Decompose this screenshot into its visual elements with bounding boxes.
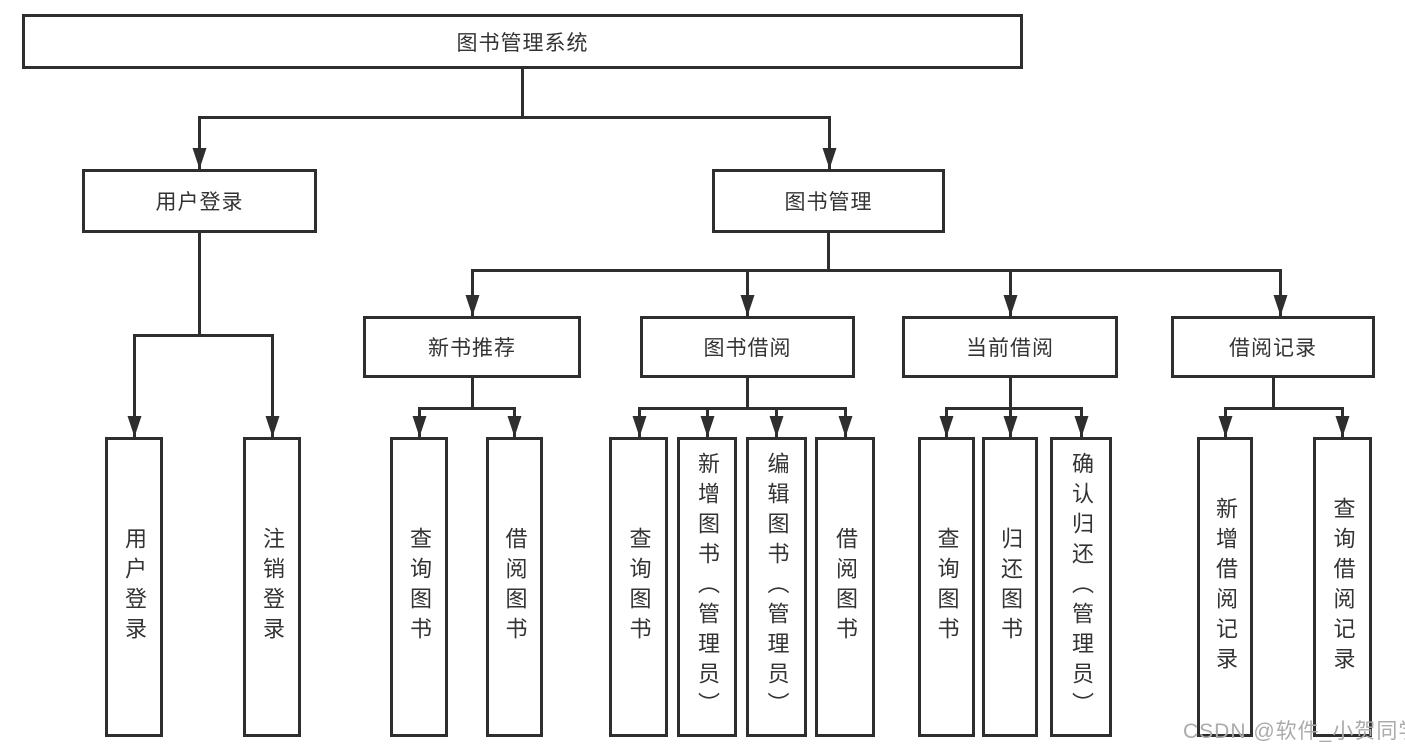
- leaf-borrow-add-books-label: 新增图书（管理员）: [695, 452, 720, 722]
- leaf-records-add-record: 新增借阅记录: [1197, 437, 1253, 737]
- leaf-newbook-borrow-books-label: 借阅图书: [502, 527, 528, 647]
- leaf-borrow-borrow-books-label: 借阅图书: [833, 527, 858, 647]
- leaf-borrow-edit-books: 编辑图书（管理员）: [746, 437, 807, 737]
- csdn-watermark: CSDN @软件_小贺同学: [1183, 720, 1405, 743]
- leaf-borrow-query-books-label: 查询图书: [626, 527, 652, 647]
- node-book-management: 图书管理: [712, 169, 945, 233]
- leaf-records-query-record-label: 查询借阅记录: [1330, 497, 1356, 677]
- leaf-current-confirm-return-label: 确认归还（管理员）: [1069, 452, 1094, 722]
- leaf-user-login: 用户登录: [105, 437, 163, 737]
- leaf-current-confirm-return: 确认归还（管理员）: [1050, 437, 1112, 737]
- node-root-label: 图书管理系统: [456, 31, 589, 55]
- leaf-current-query-books-label: 查询图书: [934, 527, 960, 647]
- leaf-user-login-label: 用户登录: [122, 527, 147, 647]
- node-new-book-recommend-label: 新书推荐: [428, 337, 516, 360]
- node-current-borrow: 当前借阅: [902, 316, 1118, 378]
- node-user-login-label: 用户登录: [155, 191, 244, 214]
- node-borrow-records: 借阅记录: [1171, 316, 1375, 378]
- node-new-book-recommend: 新书推荐: [363, 316, 581, 378]
- leaf-borrow-add-books: 新增图书（管理员）: [677, 437, 737, 737]
- node-current-borrow-label: 当前借阅: [966, 337, 1054, 360]
- leaf-records-add-record-label: 新增借阅记录: [1213, 497, 1238, 677]
- node-book-management-label: 图书管理: [784, 191, 873, 214]
- leaf-logout-label: 注销登录: [260, 527, 285, 647]
- node-root: 图书管理系统: [22, 14, 1023, 69]
- leaf-records-query-record: 查询借阅记录: [1313, 437, 1372, 737]
- leaf-current-return-books: 归还图书: [982, 437, 1038, 737]
- leaf-newbook-borrow-books: 借阅图书: [486, 437, 543, 737]
- leaf-borrow-borrow-books: 借阅图书: [815, 437, 875, 737]
- leaf-current-query-books: 查询图书: [918, 437, 975, 737]
- node-book-borrow-label: 图书借阅: [703, 337, 792, 360]
- node-user-login: 用户登录: [82, 169, 317, 233]
- node-book-borrow: 图书借阅: [640, 316, 855, 378]
- leaf-logout: 注销登录: [243, 437, 301, 737]
- leaf-newbook-query-books: 查询图书: [390, 437, 448, 737]
- leaf-newbook-query-books-label: 查询图书: [407, 527, 432, 647]
- leaf-current-return-books-label: 归还图书: [998, 527, 1023, 647]
- leaf-borrow-edit-books-label: 编辑图书（管理员）: [764, 452, 790, 722]
- node-borrow-records-label: 借阅记录: [1229, 337, 1317, 360]
- leaf-borrow-query-books: 查询图书: [609, 437, 668, 737]
